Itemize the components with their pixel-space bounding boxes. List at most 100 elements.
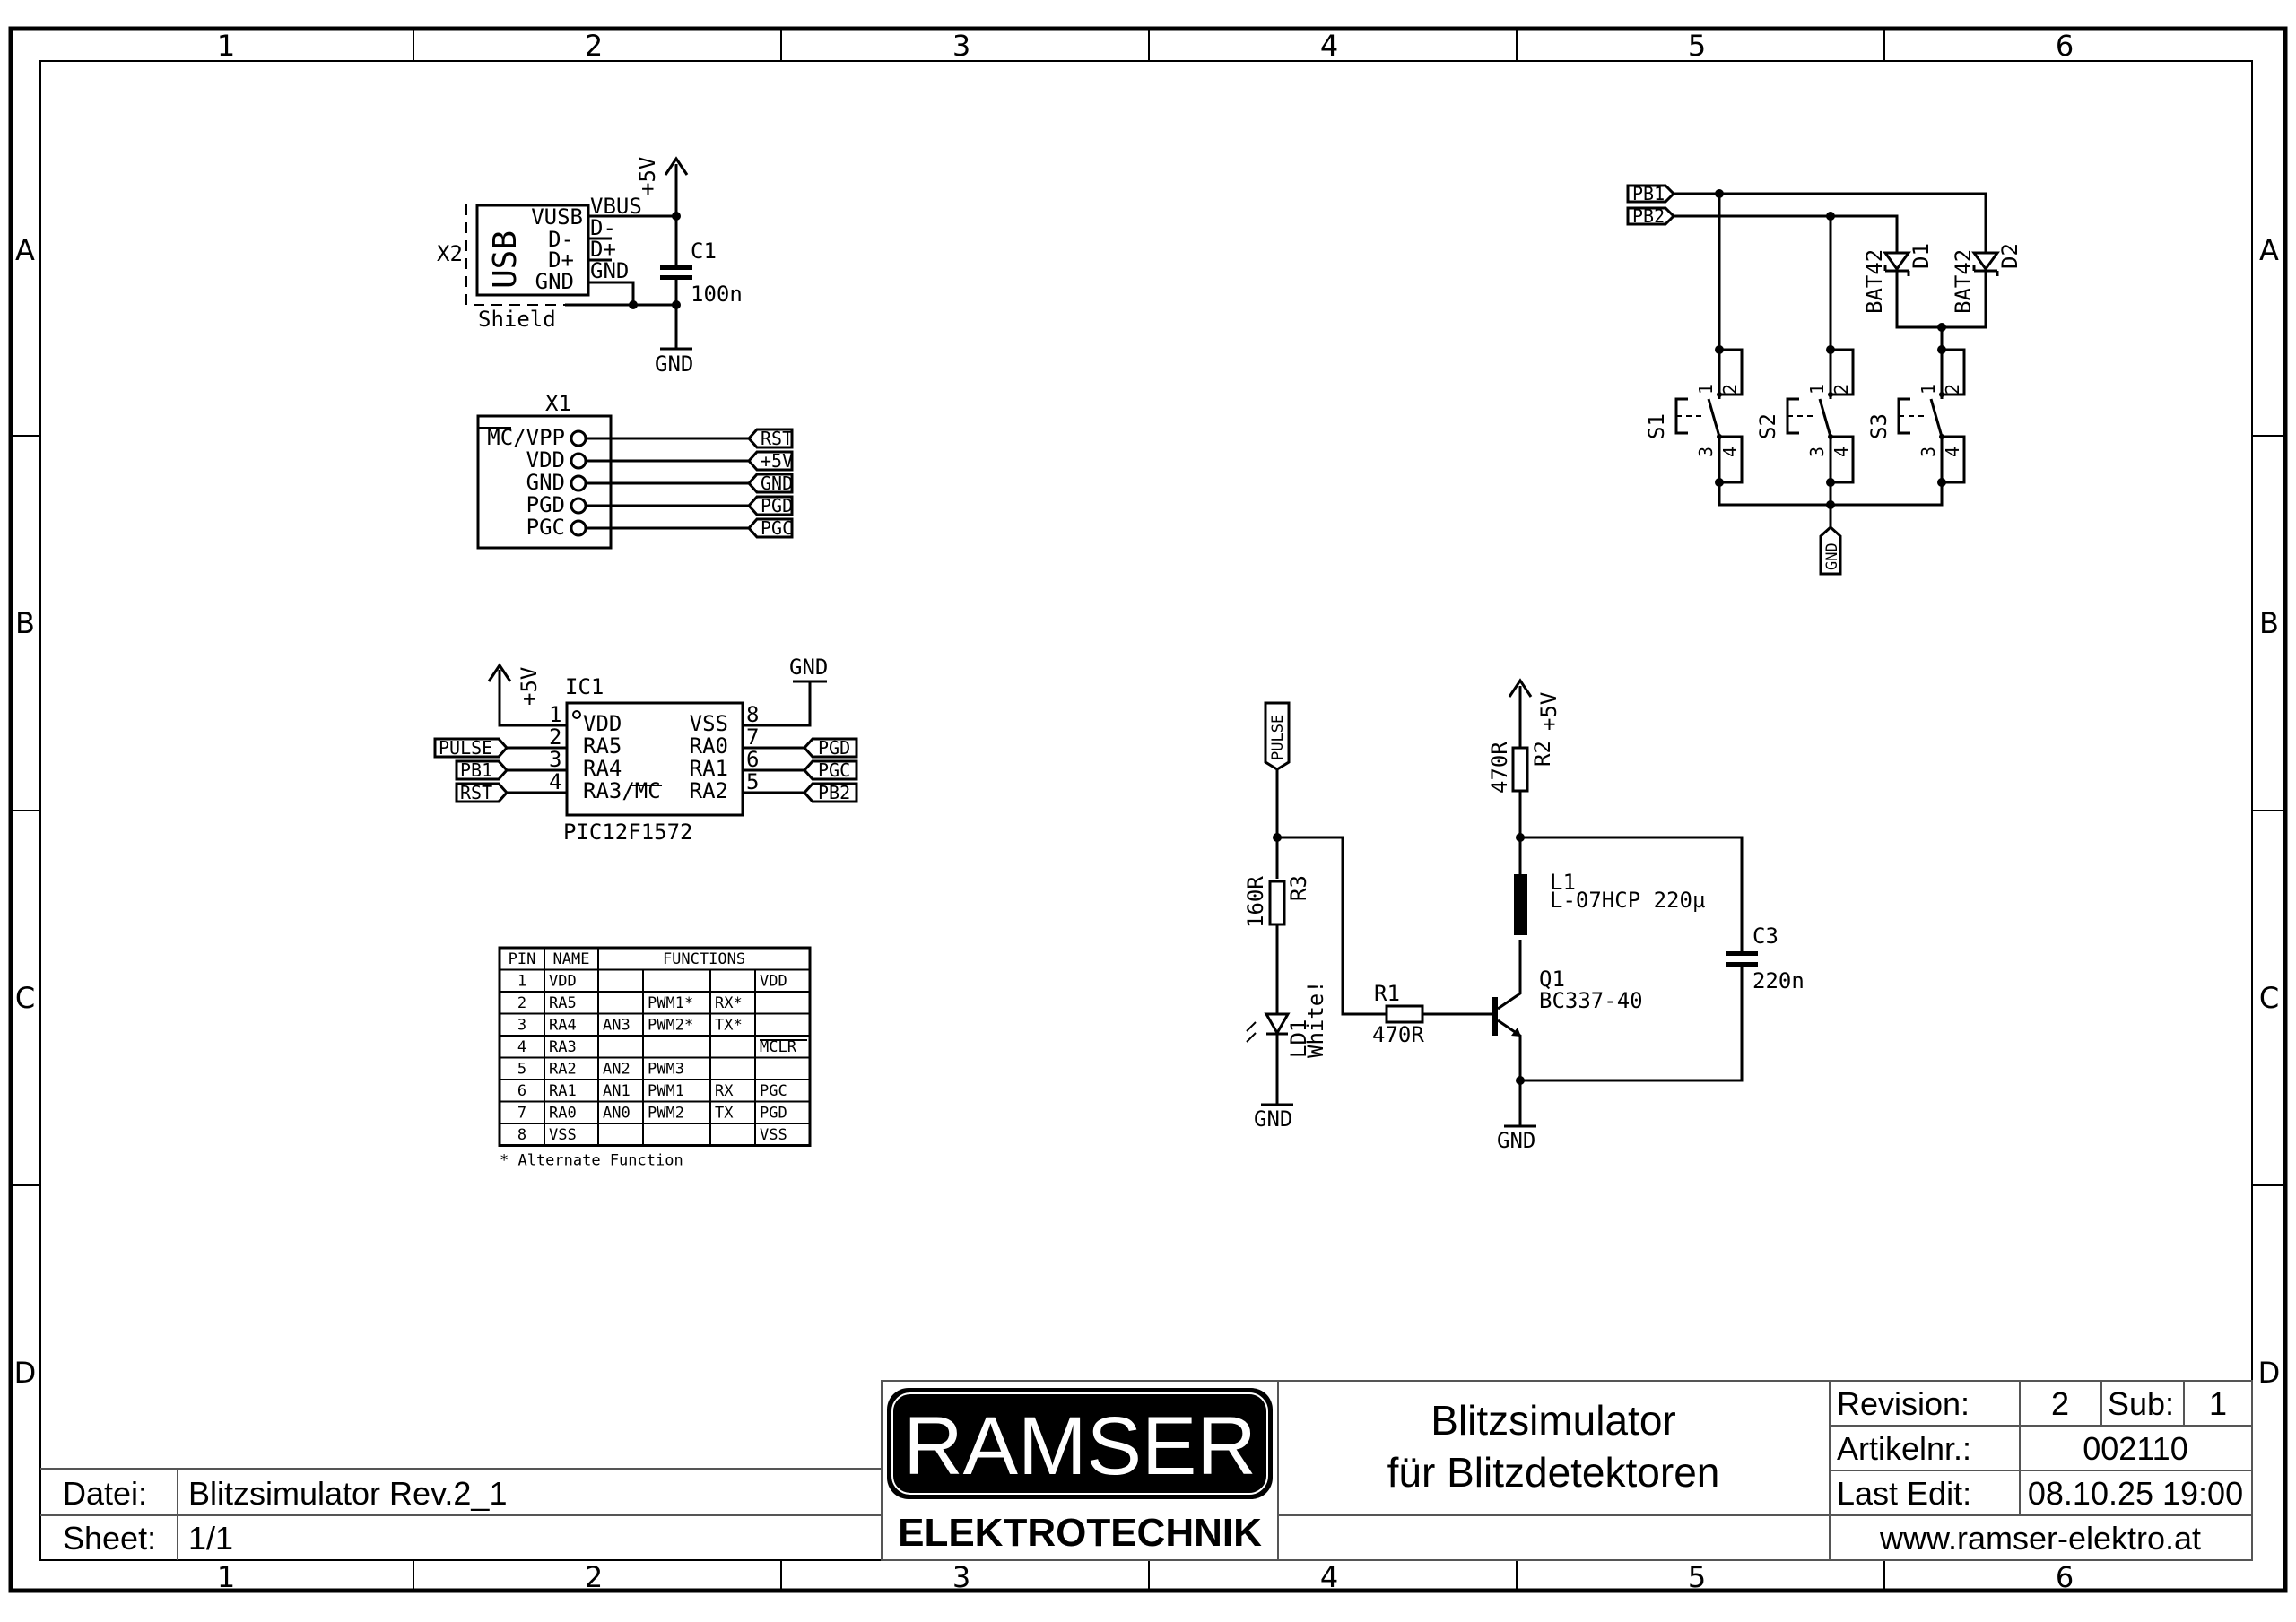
header-pin-icon <box>570 429 587 447</box>
table-cell: 5 <box>517 1061 526 1079</box>
pin-number: 5 <box>746 769 759 794</box>
net-label <box>746 517 794 539</box>
table-cell: VSS <box>549 1126 577 1144</box>
pin-number: 1 <box>1806 384 1828 395</box>
sub-label: Sub: <box>2108 1385 2174 1422</box>
flash-driver-circuit[interactable]: PULSE 160R R3 GND LD1 White! R1 470R Q1 … <box>1243 678 1805 1153</box>
logo-sub: ELEKTROTECHNIK <box>898 1511 1262 1555</box>
drawing-title-line1: Blitzsimulator <box>1431 1397 1676 1444</box>
ic1-part: PIC12F1572 <box>563 820 693 845</box>
pin-number: 3 <box>549 747 561 772</box>
net-label <box>746 495 794 516</box>
table-cell: PGD <box>760 1105 787 1123</box>
usb-net: D- <box>590 215 616 240</box>
c3-value: 220n <box>1752 968 1805 993</box>
net-label-text: PB2 <box>1632 205 1665 227</box>
resistor-r3 <box>1268 880 1286 926</box>
table-cell: VDD <box>760 973 787 991</box>
title-block: Datei: Blitzsimulator Rev.2_1 Sheet: 1/1… <box>40 1380 2253 1561</box>
header-pin-icon <box>570 474 587 492</box>
net-label <box>802 737 858 759</box>
net-label <box>433 737 509 759</box>
net-label-text: PB2 <box>818 782 850 803</box>
table-cell: 7 <box>517 1105 526 1123</box>
usb-pin: VUSB <box>531 204 583 230</box>
net-label-pulse <box>1264 701 1291 771</box>
revision-value: 2 <box>2051 1385 2069 1422</box>
sheet-value: 1/1 <box>188 1520 233 1557</box>
net-label-pb1 <box>1626 184 1676 204</box>
pin-number: 4 <box>1719 447 1741 457</box>
supply-arrow-icon <box>1508 678 1533 698</box>
supply-label: +5V <box>517 667 542 706</box>
r3-ref: R3 <box>1286 875 1311 901</box>
net-label-text: PGC <box>818 759 850 781</box>
table-cell: TX* <box>715 1017 743 1035</box>
net-label-pb2 <box>1626 206 1676 226</box>
table-cell: AN2 <box>603 1061 631 1079</box>
pin-number: 6 <box>746 747 759 772</box>
supply-label: +5V <box>635 157 660 195</box>
pin-number: 4 <box>1831 447 1852 457</box>
d1-ref: D1 <box>1909 243 1934 269</box>
net-label <box>802 782 858 803</box>
outer-frame <box>8 26 2288 1593</box>
pin-name: VDD <box>583 711 622 736</box>
row-label: D <box>2258 1356 2281 1390</box>
table-cell: RA3 <box>549 1038 577 1056</box>
inductor-l1 <box>1514 874 1527 935</box>
table-cell: RA2 <box>549 1061 577 1079</box>
table-cell: VSS <box>760 1126 787 1144</box>
pin-name: RA0 <box>690 733 728 759</box>
r1-value: 470R <box>1372 1022 1424 1047</box>
pin-number: 4 <box>1942 447 1963 457</box>
table-cell: RX <box>715 1082 734 1100</box>
table-cell: PWM3 <box>648 1061 684 1079</box>
last-edit-value: 08.10.25 19:00 <box>2028 1475 2243 1512</box>
table-cell: RA0 <box>549 1105 577 1123</box>
x1-ref: X1 <box>545 391 571 416</box>
programming-header-x1[interactable]: X1 MC/VPP VDD GND PGD PGC RST+5VGNDPGDPG… <box>476 391 794 550</box>
table-cell: RA1 <box>549 1082 577 1100</box>
supply-arrow-icon <box>664 156 689 176</box>
pin-number: 2 <box>549 724 561 750</box>
c1-ref: C1 <box>691 239 717 264</box>
ground-label: GND <box>1497 1128 1535 1153</box>
x1-pin: GND <box>526 470 565 495</box>
table-footnote: * Alternate Function <box>500 1152 683 1170</box>
r3-value: 160R <box>1243 876 1268 928</box>
d2-ref: D2 <box>1997 243 2022 269</box>
header-pin-icon <box>570 519 587 537</box>
switch-ref: S1 <box>1644 413 1669 439</box>
net-label <box>746 450 794 472</box>
column-label: 3 <box>952 1560 970 1594</box>
column-label: 5 <box>1688 29 1706 63</box>
pin-name: RA5 <box>583 733 622 759</box>
pin-name: RA2 <box>690 778 728 803</box>
table-cell: PWM2* <box>648 1017 693 1035</box>
net-label-text: PGD <box>761 495 793 516</box>
net-label <box>802 759 858 781</box>
row-label: B <box>2259 606 2279 640</box>
usb-connector-x2[interactable]: USB X2 VUSB D- D+ GND VBUS D- D+ GND Shi… <box>437 156 743 377</box>
website-link[interactable]: www.ramser-elektro.at <box>1879 1520 2201 1557</box>
column-label: 1 <box>217 1560 235 1594</box>
table-cell: PWM2 <box>648 1105 684 1123</box>
usb-net: VBUS <box>590 194 642 219</box>
net-label-text: PGC <box>761 517 793 539</box>
table-cell: RA4 <box>549 1017 577 1035</box>
net-label <box>746 473 794 494</box>
switch-contact-icon <box>1929 398 1944 438</box>
net-label-gnd <box>1819 525 1842 576</box>
table-cell: AN3 <box>603 1017 631 1035</box>
diode-d2-icon <box>1971 251 2000 272</box>
capacitor-c1-plate <box>660 275 692 280</box>
c3-ref: C3 <box>1752 924 1779 949</box>
supply-label: +5V <box>1536 692 1561 731</box>
